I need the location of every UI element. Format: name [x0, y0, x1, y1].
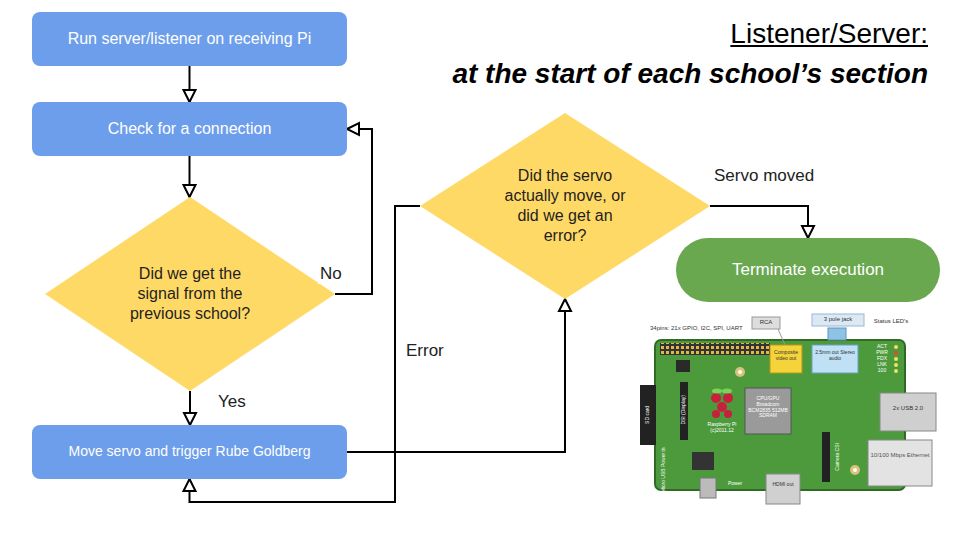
arrow-head	[184, 479, 196, 491]
logo	[724, 410, 732, 418]
node-text-holder: Did the servo actually move, or did we g…	[501, 166, 629, 246]
led-label: ACT PWR FDX LNK 100	[874, 343, 890, 373]
node-text: Did the servo actually move, or did we g…	[501, 166, 629, 246]
part-label: Composite video out	[771, 350, 801, 362]
node-text: Did we get the signal from the previous …	[124, 264, 256, 324]
node-text: Terminate execution	[732, 259, 884, 280]
status-led	[894, 363, 898, 367]
camera-connector	[822, 432, 830, 482]
part-label: 10/100 Mbps Ethernet	[870, 452, 930, 459]
gpio-pins	[660, 343, 770, 355]
hdmi-port	[766, 474, 800, 504]
connector	[184, 391, 196, 425]
logo	[712, 389, 722, 394]
logo	[722, 389, 732, 394]
connector	[347, 299, 571, 452]
node-text: Run server/listener on receiving Pi	[68, 29, 312, 49]
diamond-shape	[45, 197, 335, 391]
node-text-holder: Terminate execution	[732, 259, 884, 280]
connector-line	[347, 299, 565, 452]
part-label: Camera CSI	[835, 432, 841, 482]
usb-port	[880, 393, 936, 431]
leader-line	[778, 329, 785, 345]
node-text-holder: Check for a connection	[108, 119, 272, 139]
connector	[184, 66, 196, 102]
part-label: 34pins: 21x GPIO, I2C, SPI, UART	[650, 325, 770, 332]
node-text-holder: Run server/listener on receiving Pi	[68, 29, 312, 49]
status-led	[894, 351, 898, 355]
node-text-holder: Did we get the signal from the previous …	[124, 264, 256, 324]
terminator: Terminate execution	[676, 238, 940, 302]
regulator	[676, 360, 690, 372]
edge-label: Servo moved	[712, 166, 816, 186]
rca-callout	[752, 317, 780, 329]
mounting-hole	[850, 465, 860, 475]
arrow-head	[184, 90, 196, 102]
process-box: Run server/listener on receiving Pi	[32, 12, 347, 66]
part-label: 3 pole jack	[812, 316, 864, 323]
part-label: 2.5mm out Stereo audio	[813, 350, 857, 362]
part-label: Status LED's	[866, 318, 916, 325]
dsi-connector	[680, 382, 688, 440]
diamond-outline	[420, 113, 710, 299]
ethernet-port	[868, 440, 932, 486]
rca-jack	[770, 345, 802, 373]
part-label: Micro USB Power in	[661, 445, 667, 495]
sd-card-slot	[640, 385, 656, 445]
arrow-head	[802, 226, 814, 238]
audio-socket	[812, 345, 858, 373]
cpu-chip	[745, 388, 791, 434]
node-text: Move servo and trigger Rube Goldberg	[68, 443, 310, 461]
node-text-holder: Move servo and trigger Rube Goldberg	[68, 443, 310, 461]
status-led	[894, 357, 898, 361]
logo	[717, 402, 727, 412]
arrow-head	[184, 185, 196, 197]
edge-label: No	[318, 264, 344, 284]
jack-callout	[812, 314, 864, 326]
edge-label: Error	[404, 341, 446, 361]
status-led	[894, 369, 898, 373]
mounting-hole	[738, 370, 742, 374]
power-component	[692, 452, 714, 470]
micro-usb-port	[700, 478, 716, 498]
decision-diamond: Did the servo actually move, or did we g…	[420, 113, 710, 299]
edge-label: Yes	[216, 392, 248, 412]
mounting-hole	[853, 468, 857, 472]
connector	[710, 206, 814, 238]
diamond-shape	[420, 113, 710, 299]
mounting-hole	[735, 367, 745, 377]
part-label: DSI (Display)	[681, 385, 687, 435]
slide-title: Listener/Server:	[730, 18, 928, 50]
connector	[184, 156, 196, 197]
part-label: RCA	[752, 319, 780, 326]
arrow-head	[347, 123, 359, 135]
part-label: Power	[722, 481, 748, 487]
board-name: Raspberry Pi (c)2011.12	[700, 422, 744, 434]
logo	[723, 393, 733, 403]
subtitle: at the start of each school’s section	[452, 58, 928, 90]
gpio-header	[660, 343, 770, 355]
part-label: CPU/GPU Broadcom BCM2835 512MB SDRAM	[746, 396, 790, 419]
connector-line	[710, 206, 808, 238]
audio-jack	[828, 328, 846, 340]
arrow-head	[559, 299, 571, 311]
status-led	[894, 345, 898, 349]
logo	[712, 410, 720, 418]
node-text: Check for a connection	[108, 119, 272, 139]
logo	[711, 393, 721, 403]
part-label: 2x USB 2.0	[882, 405, 934, 412]
process-box: Move servo and trigger Rube Goldberg	[32, 425, 347, 479]
arrow-head	[184, 413, 196, 425]
decision-diamond: Did we get the signal from the previous …	[45, 197, 335, 391]
part-label: HDMI out	[766, 482, 800, 488]
process-box: Check for a connection	[32, 102, 347, 156]
part-label: SD card	[645, 390, 651, 440]
